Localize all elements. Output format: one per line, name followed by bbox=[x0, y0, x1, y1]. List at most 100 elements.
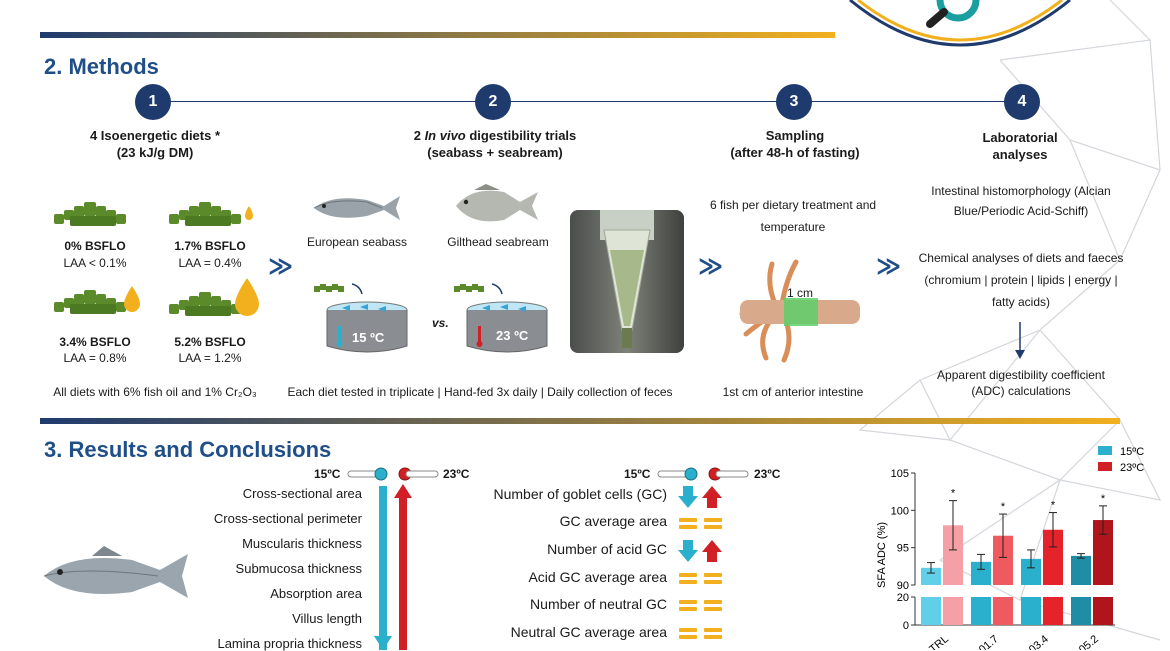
morph-temp-hot-label: 23ºC bbox=[443, 467, 470, 481]
chart-y-tick-label: 20 bbox=[897, 592, 909, 604]
long-arrow-cold-down bbox=[374, 486, 392, 650]
seabream-icon bbox=[456, 184, 538, 222]
background-network-decoration bbox=[858, 0, 1162, 641]
gc-row-2-hot-up-arrow-icon bbox=[702, 540, 722, 562]
morph-row-cross-sectional-area: Cross-sectional area bbox=[242, 486, 362, 501]
tank-cold-icon bbox=[314, 283, 408, 353]
chart-x-tick-label: 03.4 bbox=[1027, 633, 1051, 650]
chart-bar-lower bbox=[1021, 597, 1041, 625]
chart-bar-lower bbox=[943, 597, 963, 625]
step-1-circle: 1 bbox=[135, 84, 171, 120]
chevron-2-icon: ≫ bbox=[698, 253, 724, 280]
diet-2-name: 3.4% BSFLO bbox=[59, 335, 131, 349]
gc-row-number-neutral-gc: Number of neutral GC bbox=[530, 596, 667, 612]
morph-row-muscularis-thickness: Muscularis thickness bbox=[242, 536, 362, 551]
step-3-circle: 3 bbox=[776, 84, 812, 120]
step-1-title: 4 Isoenergetic diets *(23 kJ/g DM) bbox=[89, 128, 221, 160]
feces-collection-photo bbox=[570, 210, 684, 353]
steps-timeline-line bbox=[155, 101, 1025, 102]
seabream-label: Gilthead seabream bbox=[447, 235, 549, 249]
diet-1-name: 1.7% BSFLO bbox=[174, 239, 246, 253]
chart-bar-upper bbox=[921, 567, 941, 585]
chart-bar-upper bbox=[1093, 520, 1113, 585]
gc-row-4-cold-equal-icon bbox=[679, 600, 697, 612]
lab-text-chemical: Chemical analyses of diets and faeces (c… bbox=[918, 251, 1124, 309]
chart-significance-label: * bbox=[951, 488, 956, 500]
chart-bar-upper bbox=[1021, 558, 1041, 585]
gc-row-0-cold-down-arrow-icon bbox=[678, 486, 698, 508]
gc-temp-cold-label: 15ºC bbox=[624, 467, 651, 481]
top-gradient-bar bbox=[40, 32, 835, 38]
gc-row-neutral-gc-average-area: Neutral GC average area bbox=[510, 624, 667, 640]
down-arrow-icon bbox=[1015, 322, 1025, 359]
diet-3-name: 5.2% BSFLO bbox=[174, 335, 246, 349]
chart-ylabel: SFA ADC (%) bbox=[876, 522, 888, 588]
chart-bar-upper bbox=[1043, 529, 1063, 585]
gc-row-acid-gc-average-area: Acid GC average area bbox=[528, 569, 667, 585]
vs-label: vs. bbox=[432, 316, 449, 330]
morph-row-villus-length: Villus length bbox=[292, 611, 362, 626]
morph-row-absorption-area: Absorption area bbox=[270, 586, 362, 601]
chart-x-tick-label: 05.2 bbox=[1077, 633, 1101, 650]
diet-3-laa: LAA = 1.2% bbox=[178, 351, 242, 365]
gc-row-number-goblet-cells: Number of goblet cells (GC) bbox=[493, 486, 667, 502]
gc-thermometer-hot-icon bbox=[708, 467, 749, 481]
step-4-circle: 4 bbox=[1004, 84, 1040, 120]
gc-row-2-cold-down-arrow-icon bbox=[678, 540, 698, 562]
chart-bar-lower bbox=[1043, 597, 1063, 625]
chart-significance-label: * bbox=[1101, 493, 1106, 505]
chart-y-tick-label: 105 bbox=[891, 468, 909, 480]
diet-1-laa: LAA = 0.4% bbox=[178, 256, 242, 270]
chart-legend-swatch bbox=[1098, 462, 1112, 471]
methods-title: 2. Methods bbox=[44, 54, 159, 79]
gc-row-number-acid-gc: Number of acid GC bbox=[547, 541, 667, 557]
chart-y-tick-label: 90 bbox=[897, 580, 909, 592]
chart-bar-upper bbox=[1071, 555, 1091, 585]
sampling-note: 1st cm of anterior intestine bbox=[722, 385, 864, 399]
gc-temp-hot-label: 23ºC bbox=[754, 467, 781, 481]
gc-row-0-hot-up-arrow-icon bbox=[702, 486, 722, 508]
step-3-title: Sampling(after 48-h of fasting) bbox=[730, 128, 860, 160]
gc-row-1-cold-equal-icon bbox=[679, 518, 697, 530]
chart-significance-label: * bbox=[1001, 501, 1006, 513]
chart-y-tick-label: 100 bbox=[891, 505, 909, 517]
chart-y-tick-label: 0 bbox=[903, 620, 909, 632]
results-title: 3. Results and Conclusions bbox=[44, 437, 332, 462]
intestine-cm-label: 1 cm bbox=[787, 286, 814, 300]
diet-0-laa: LAA < 0.1% bbox=[63, 256, 127, 270]
chart-bar-lower bbox=[993, 597, 1013, 625]
seabass-results-icon bbox=[43, 546, 188, 598]
chevron-3-icon: ≫ bbox=[876, 253, 902, 280]
chart-legend-swatch bbox=[1098, 446, 1112, 455]
gc-thermometer-cold-icon bbox=[657, 467, 698, 481]
chart-bar-upper bbox=[943, 525, 963, 585]
diets-note: All diets with 6% fish oil and 1% Cr₂O₃ bbox=[53, 385, 257, 399]
gc-row-4-hot-equal-icon bbox=[704, 600, 722, 612]
chart-bar-lower bbox=[971, 597, 991, 625]
morph-row-cross-sectional-perimeter: Cross-sectional perimeter bbox=[213, 511, 362, 526]
pellets-diet-2-icon bbox=[54, 286, 140, 314]
chart-bar-lower bbox=[1093, 597, 1113, 625]
seabass-icon bbox=[313, 196, 400, 220]
thermometer-cold-icon bbox=[347, 467, 388, 481]
gc-row-3-cold-equal-icon bbox=[679, 573, 697, 585]
chart-significance-label: * bbox=[1051, 500, 1056, 512]
chart-bars: * * * * bbox=[921, 488, 1113, 625]
chart-bar-upper bbox=[971, 561, 991, 585]
gc-row-5-cold-equal-icon bbox=[679, 628, 697, 640]
seabass-label: European seabass bbox=[306, 235, 408, 249]
chart-x-tick-label: TRL bbox=[927, 633, 951, 650]
tank-hot-icon bbox=[454, 283, 548, 353]
lab-text-histomorphology: Intestinal histomorphology (Alcian Blue/… bbox=[931, 184, 1111, 218]
chart-legend-label: 23ºC bbox=[1120, 462, 1144, 474]
chart-bar-lower bbox=[1071, 597, 1091, 625]
chevron-1-icon: ≫ bbox=[268, 253, 294, 280]
thermometer-hot-icon bbox=[398, 467, 439, 481]
morph-row-submucosa-thickness: Submucosa thickness bbox=[235, 561, 362, 576]
gc-row-5-hot-equal-icon bbox=[704, 628, 722, 640]
lab-text-adc: Apparent digestibility coefficient (ADC)… bbox=[937, 368, 1105, 398]
pellets-diet-0-icon bbox=[54, 202, 126, 226]
magnifier-logo bbox=[849, 0, 1071, 47]
long-arrow-hot-up bbox=[394, 484, 412, 650]
